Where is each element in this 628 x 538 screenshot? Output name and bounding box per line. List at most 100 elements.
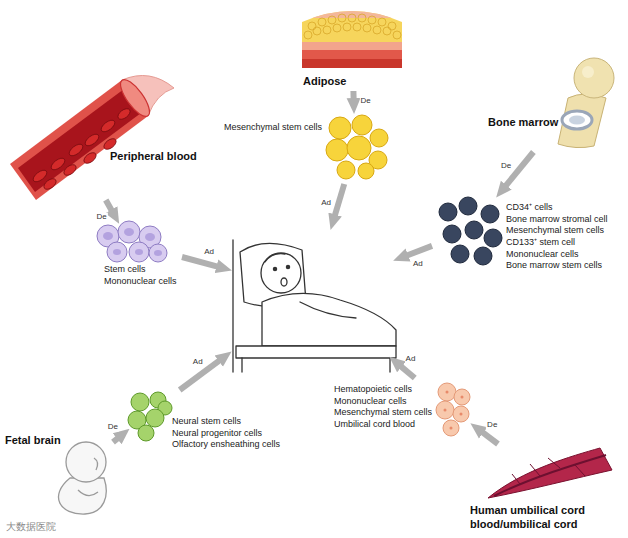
fetus	[78, 490, 98, 496]
source-name: Peripheral blood	[110, 150, 197, 164]
adipose-tissue	[302, 0, 402, 70]
mesenchymal-cells	[326, 139, 348, 161]
umbilical-cells	[461, 396, 464, 399]
adipose-tissue	[302, 50, 402, 59]
arrow-connector	[404, 246, 432, 257]
blood-cells	[124, 228, 134, 236]
cell-group: Hematopoietic cellsMononuclear cellsMese…	[330, 378, 472, 440]
mesenchymal-cells	[326, 115, 388, 179]
umbilical-cord	[494, 455, 606, 496]
bone	[558, 94, 606, 148]
marrow-cells	[474, 247, 492, 265]
edge-label: Ad	[320, 198, 332, 207]
text-group: Neural stem cellsNeural progenitor cells…	[172, 416, 280, 451]
blood-vessel	[67, 142, 85, 158]
umbilical-cells	[446, 391, 449, 394]
mesenchymal-cells	[370, 129, 388, 147]
cell-type: Olfactory ensheathing cells	[172, 439, 280, 451]
blood-cells	[103, 232, 113, 240]
umbilical-cells	[436, 401, 454, 419]
edge-label: De	[107, 422, 119, 431]
umbilical-cells	[436, 383, 470, 436]
marrow-cells	[481, 205, 499, 223]
cell-type: Mononuclear cells	[506, 249, 608, 261]
patient-in-bed	[233, 240, 396, 372]
arrow-connector	[334, 184, 344, 218]
blood-cells	[107, 242, 127, 262]
text-group: Bone marrow	[488, 116, 558, 130]
blood-vessel	[10, 75, 174, 200]
source-name: Bone marrow	[488, 116, 558, 130]
cell-group: CD34⁺ cellsBone marrow stromal cellMesen…	[432, 196, 622, 292]
umbilical-cord	[488, 448, 612, 498]
blood-vessel	[116, 75, 155, 120]
cell-group: Stem cellsMononuclear cells	[90, 222, 182, 294]
adipose-tissue	[348, 14, 356, 22]
umbilical-cord	[488, 448, 612, 498]
blood-cells	[118, 221, 140, 243]
arrow-connector	[182, 257, 220, 267]
text-group: Fetal brain	[5, 434, 61, 448]
umbilical-cells	[460, 413, 463, 416]
adipose-tissue	[393, 31, 401, 39]
arrow-connector	[350, 91, 356, 102]
cell-type: Mesenchymal stem cells	[334, 407, 432, 419]
umbilical-cord	[512, 458, 585, 484]
marrow-cells	[465, 221, 483, 239]
bone	[569, 116, 585, 125]
umbilical-cells	[443, 420, 459, 436]
adipose-tissue	[343, 23, 351, 31]
adipose-tissue	[338, 14, 346, 22]
text-group: Stem cellsMononuclear cells	[104, 264, 177, 287]
text-group: Peripheral blood	[110, 150, 197, 164]
cell-type: Neural progenitor cells	[172, 428, 280, 440]
umbilical-cells	[438, 383, 456, 401]
cell-type: Mesenchymal stem cells	[224, 122, 322, 134]
text-group: CD34⁺ cellsBone marrow stromal cellMesen…	[506, 202, 608, 272]
adipose-tissue	[368, 16, 376, 24]
watermark: 大数据医院	[6, 520, 56, 534]
mesenchymal-cells	[347, 136, 371, 160]
neural-cells	[128, 392, 172, 441]
adipose-tissue	[302, 0, 402, 18]
marrow-cells	[439, 203, 457, 221]
text-group: Adipose	[303, 75, 346, 89]
umbilical-cells	[444, 409, 447, 412]
edge-label: De	[95, 212, 107, 221]
cell-group: Neural stem cellsNeural progenitor cells…	[128, 390, 304, 456]
blood-vessel	[62, 163, 78, 178]
blood-cells	[113, 249, 121, 255]
marrow-cells	[451, 245, 469, 263]
adipose-tissue	[333, 24, 341, 32]
blood-vessel	[99, 118, 117, 134]
cell-group: Mesenchymal stem cells	[222, 112, 390, 184]
adipose-tissue	[302, 42, 402, 50]
blood-vessel	[42, 177, 58, 192]
patient-in-bed	[300, 302, 356, 318]
edge-label: Ad	[412, 260, 424, 269]
adipose-tissue	[363, 24, 371, 32]
blood-vessel	[82, 151, 98, 166]
mesenchymal-cells	[329, 117, 351, 139]
text-group: Human umbilical cord blood/umbilical cor…	[470, 504, 594, 532]
source-label: Peripheral blood	[6, 78, 199, 200]
arrow-connector	[106, 200, 113, 213]
adipose-tissue	[304, 14, 401, 39]
edge-label: Ad	[192, 357, 204, 366]
source-name: Adipose	[303, 75, 346, 89]
blood-vessel	[116, 107, 132, 122]
blood-cells	[149, 244, 167, 262]
patient	[230, 228, 395, 358]
adipose-tissue	[318, 18, 326, 26]
cell-type: Bone marrow stem cells	[506, 260, 608, 272]
mesenchymal-cells	[352, 115, 372, 135]
edge-label: Ad	[405, 354, 417, 363]
bone	[562, 111, 592, 129]
adipose-tissue	[302, 0, 402, 70]
source-label: Human umbilical cord blood/umbilical cor…	[466, 444, 624, 534]
adipose-tissue	[353, 23, 361, 31]
blood-vessel	[83, 132, 101, 148]
adipose-tissue	[304, 31, 312, 39]
umbilical-cells	[454, 389, 470, 405]
umbilical-cells	[450, 427, 453, 430]
